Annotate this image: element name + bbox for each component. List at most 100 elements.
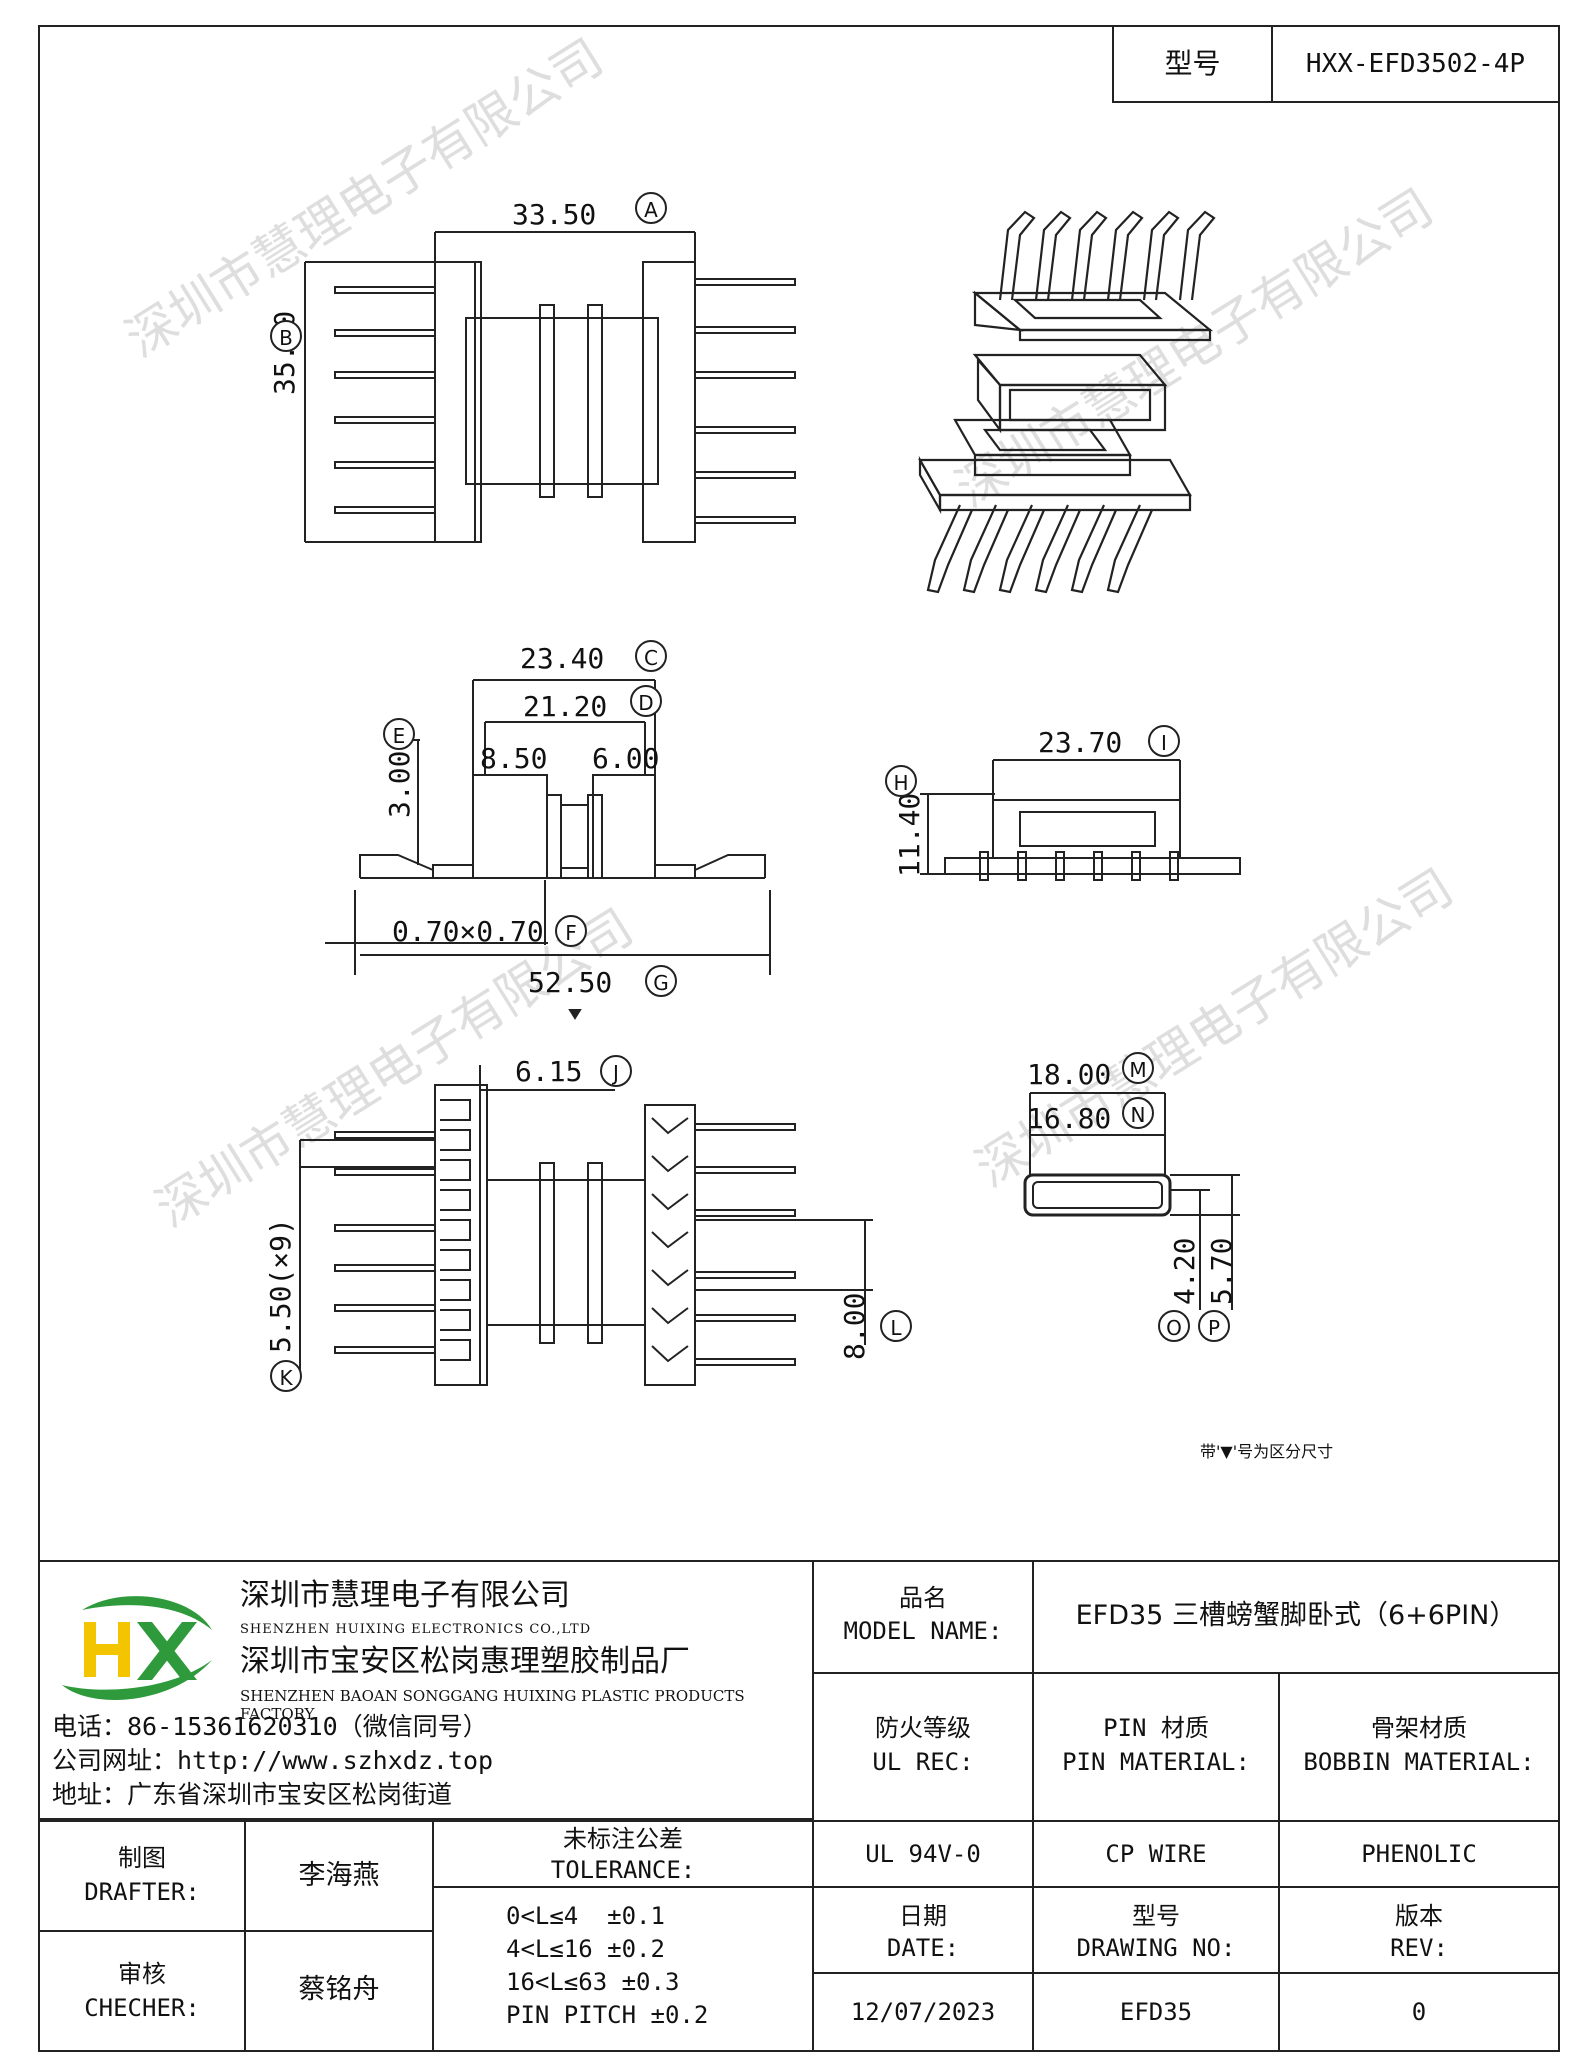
model-name-en: MODEL NAME:	[843, 1617, 1003, 1645]
pin-left	[334, 506, 436, 514]
pin-label-cell: PIN 材质 PIN MATERIAL:	[1032, 1672, 1280, 1822]
company-name-cn: 深圳市慧理电子有限公司	[240, 1578, 570, 1613]
dim-marker-f: F	[555, 915, 587, 947]
iso-pin-top	[1178, 210, 1216, 301]
dim-D: 21.20	[523, 690, 608, 723]
model-name-value-cell: EFD35 三槽螃蟹脚卧式（6+6PIN）	[1032, 1560, 1560, 1674]
pin-left	[334, 371, 436, 379]
iso-pin-top	[998, 210, 1036, 301]
iso-pin-top	[1034, 210, 1072, 301]
iso-pin-bottom	[998, 504, 1046, 594]
pins-right	[694, 278, 796, 524]
iso-pin-top	[1142, 210, 1180, 301]
dim-marker-d: D	[630, 685, 662, 717]
dim-N: 16.80	[1027, 1102, 1112, 1135]
dim-E2: 8.50	[480, 742, 548, 775]
company-name-en: SHENZHEN HUIXING ELECTRONICS CO.,LTD	[240, 1622, 592, 1637]
comb-tooth	[440, 1249, 471, 1271]
dim-marker-m: M	[1122, 1052, 1154, 1084]
side-pin	[1131, 851, 1141, 881]
pin-right	[694, 471, 796, 479]
tolerance-label-cell: 未标注公差 TOLERANCE:	[432, 1820, 814, 1888]
dim-marker-g: G	[645, 965, 677, 997]
tolerance-4: PIN PITCH ±0.2	[506, 2001, 709, 2029]
company-address: 地址：广东省深圳市宝安区松岗街道	[52, 1780, 453, 1809]
side-pin	[1017, 851, 1027, 881]
pin-right	[694, 1166, 796, 1174]
side-pin	[1055, 851, 1065, 881]
dim-J: 6.15	[515, 1055, 583, 1088]
dim-marker-b: B	[270, 320, 302, 352]
ul-label-cell: 防火等级 UL REC:	[812, 1672, 1034, 1822]
ul-cn: 防火等级	[875, 1714, 971, 1742]
date-cn: 日期	[899, 1902, 947, 1930]
pin-right	[694, 1123, 796, 1131]
dim-marker-a: A	[635, 192, 667, 224]
top-view	[304, 231, 796, 543]
checker-cn: 审核	[118, 1960, 166, 1988]
factory-name-cn: 深圳市宝安区松岗惠理塑胶制品厂	[240, 1644, 690, 1679]
comb-tooth	[651, 1345, 689, 1363]
dim-K: 5.50(×9)	[264, 1218, 297, 1353]
comb-tooth	[440, 1339, 471, 1361]
hx-logo-icon	[62, 1596, 212, 1700]
drafter-en: DRAFTER:	[84, 1878, 200, 1906]
checker-label-cell: 审核 CHECHER:	[38, 1930, 246, 2052]
pin-right	[694, 1358, 796, 1366]
iso-pin-top	[1070, 210, 1108, 301]
company-website: 公司网址：http://www.szhxdz.top	[52, 1746, 494, 1775]
dim-marker-l: L	[880, 1310, 912, 1342]
pin-left	[334, 1131, 436, 1139]
date-value-cell: 12/07/2023	[812, 1972, 1034, 2052]
side-pin	[1093, 851, 1103, 881]
iso-pin-top	[1106, 210, 1144, 301]
company-cell: 深圳市慧理电子有限公司 SHENZHEN HUIXING ELECTRONICS…	[38, 1560, 814, 1820]
dim-H: 11.40	[893, 792, 926, 877]
side-pin	[979, 851, 989, 881]
model-name-cn: 品名	[899, 1584, 947, 1612]
drafter-label-cell: 制图 DRAFTER:	[38, 1820, 246, 1932]
bobbin-label-cell: 骨架材质 BOBBIN MATERIAL:	[1278, 1672, 1560, 1822]
rev-value: 0	[1411, 1998, 1427, 2026]
pin-right	[694, 371, 796, 379]
drawing-cn: 型号	[1132, 1902, 1180, 1930]
dim-marker-j: J	[600, 1055, 632, 1087]
dim-marker-o: O	[1158, 1310, 1190, 1342]
drawing-value-cell: EFD35	[1032, 1972, 1280, 2052]
pin-left	[334, 329, 436, 337]
checker-name: 蔡铭舟	[298, 1974, 380, 2005]
pin-right	[694, 326, 796, 334]
rev-cn: 版本	[1395, 1902, 1443, 1930]
tolerance-3: 16<L≤63 ±0.3	[506, 1968, 680, 1996]
dim-F: 0.70×0.70	[392, 915, 544, 948]
dim-marker-k: K	[270, 1360, 302, 1392]
dim-M: 18.00	[1027, 1058, 1112, 1091]
iso-bottom-pins	[926, 504, 1154, 594]
comb-tooth	[440, 1099, 471, 1121]
dim-I: 23.70	[1038, 726, 1123, 759]
dim-marker-c: C	[635, 640, 667, 672]
comb-tooth	[651, 1307, 689, 1325]
rev-label-cell: 版本 REV:	[1278, 1886, 1560, 1974]
comb-tooth	[440, 1309, 471, 1331]
checker-name-cell: 蔡铭舟	[244, 1930, 434, 2052]
drawing-en: DRAWING NO:	[1076, 1934, 1236, 1962]
tolerance-values-cell: 0<L≤4 ±0.1 4<L≤16 ±0.2 16<L≤63 ±0.3 PIN …	[432, 1886, 814, 2052]
dim-C: 23.40	[520, 642, 605, 675]
iso-pin-bottom	[1070, 504, 1118, 594]
pin-right	[694, 278, 796, 286]
factory-name-en: SHENZHEN BAOAN SONGGANG HUIXING PLASTIC …	[240, 1687, 745, 1723]
bobbin-cn: 骨架材质	[1371, 1714, 1467, 1742]
dim-G: 52.50	[528, 966, 613, 999]
dim-E3: 6.00	[592, 742, 660, 775]
comb-tooth	[651, 1155, 689, 1173]
dim-O: 4.20	[1168, 1237, 1201, 1305]
rev-value-cell: 0	[1278, 1972, 1560, 2052]
model-name-label-cell: 品名 MODEL NAME:	[812, 1560, 1034, 1674]
pin-value: CP WIRE	[1105, 1840, 1207, 1868]
comb-tooth	[440, 1159, 471, 1181]
comb-tooth	[440, 1189, 471, 1211]
distinguish-note: 带'▼'号为区分尺寸	[1200, 1442, 1334, 1461]
comb-tooth	[440, 1219, 471, 1241]
bobbin-value-cell: PHENOLIC	[1278, 1820, 1560, 1888]
